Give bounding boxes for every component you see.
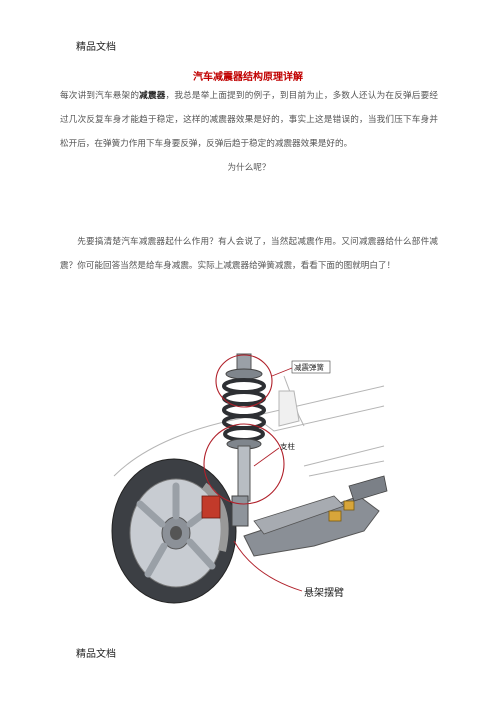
strut-label: 支柱 (280, 441, 295, 451)
brake-assembly (201, 482, 229, 552)
subframe (243, 475, 388, 557)
paragraph-1-prefix: 每次讲到汽车悬架的 (60, 91, 140, 101)
paragraph-1: 每次讲到汽车悬架的减震器，我总是举上面提到的例子，到目前为止，多数人还认为在反弹… (60, 84, 438, 180)
wheel (111, 458, 237, 604)
leader-lines (233, 367, 303, 592)
paragraph-1-text: ，我总是举上面提到的例子，到目前为止，多数人还认为在反弹后要经过几次反复车身才能… (60, 91, 438, 149)
spring-label-box (291, 360, 331, 374)
document-title: 汽车减震器结构原理详解 (193, 72, 303, 83)
page-footer: 精品文档 (76, 649, 116, 660)
suspension-illustration: 减震弹簧 支柱 悬架摆臂 (111, 353, 388, 604)
spring-label: 减震弹簧 (294, 362, 324, 372)
highlight-circles (203, 354, 285, 505)
paragraph-2: 先要搞清楚汽车减震器起什么作用？有人会说了，当然起减震作用。又问减震器给什么部件… (60, 237, 438, 271)
paragraph-1-bold-term: 减震器 (139, 91, 166, 101)
control-arm-label: 悬架摆臂 (304, 586, 344, 599)
page-header: 精品文档 (76, 42, 116, 53)
paragraph-1-question: 为什么呢？ (227, 163, 271, 173)
